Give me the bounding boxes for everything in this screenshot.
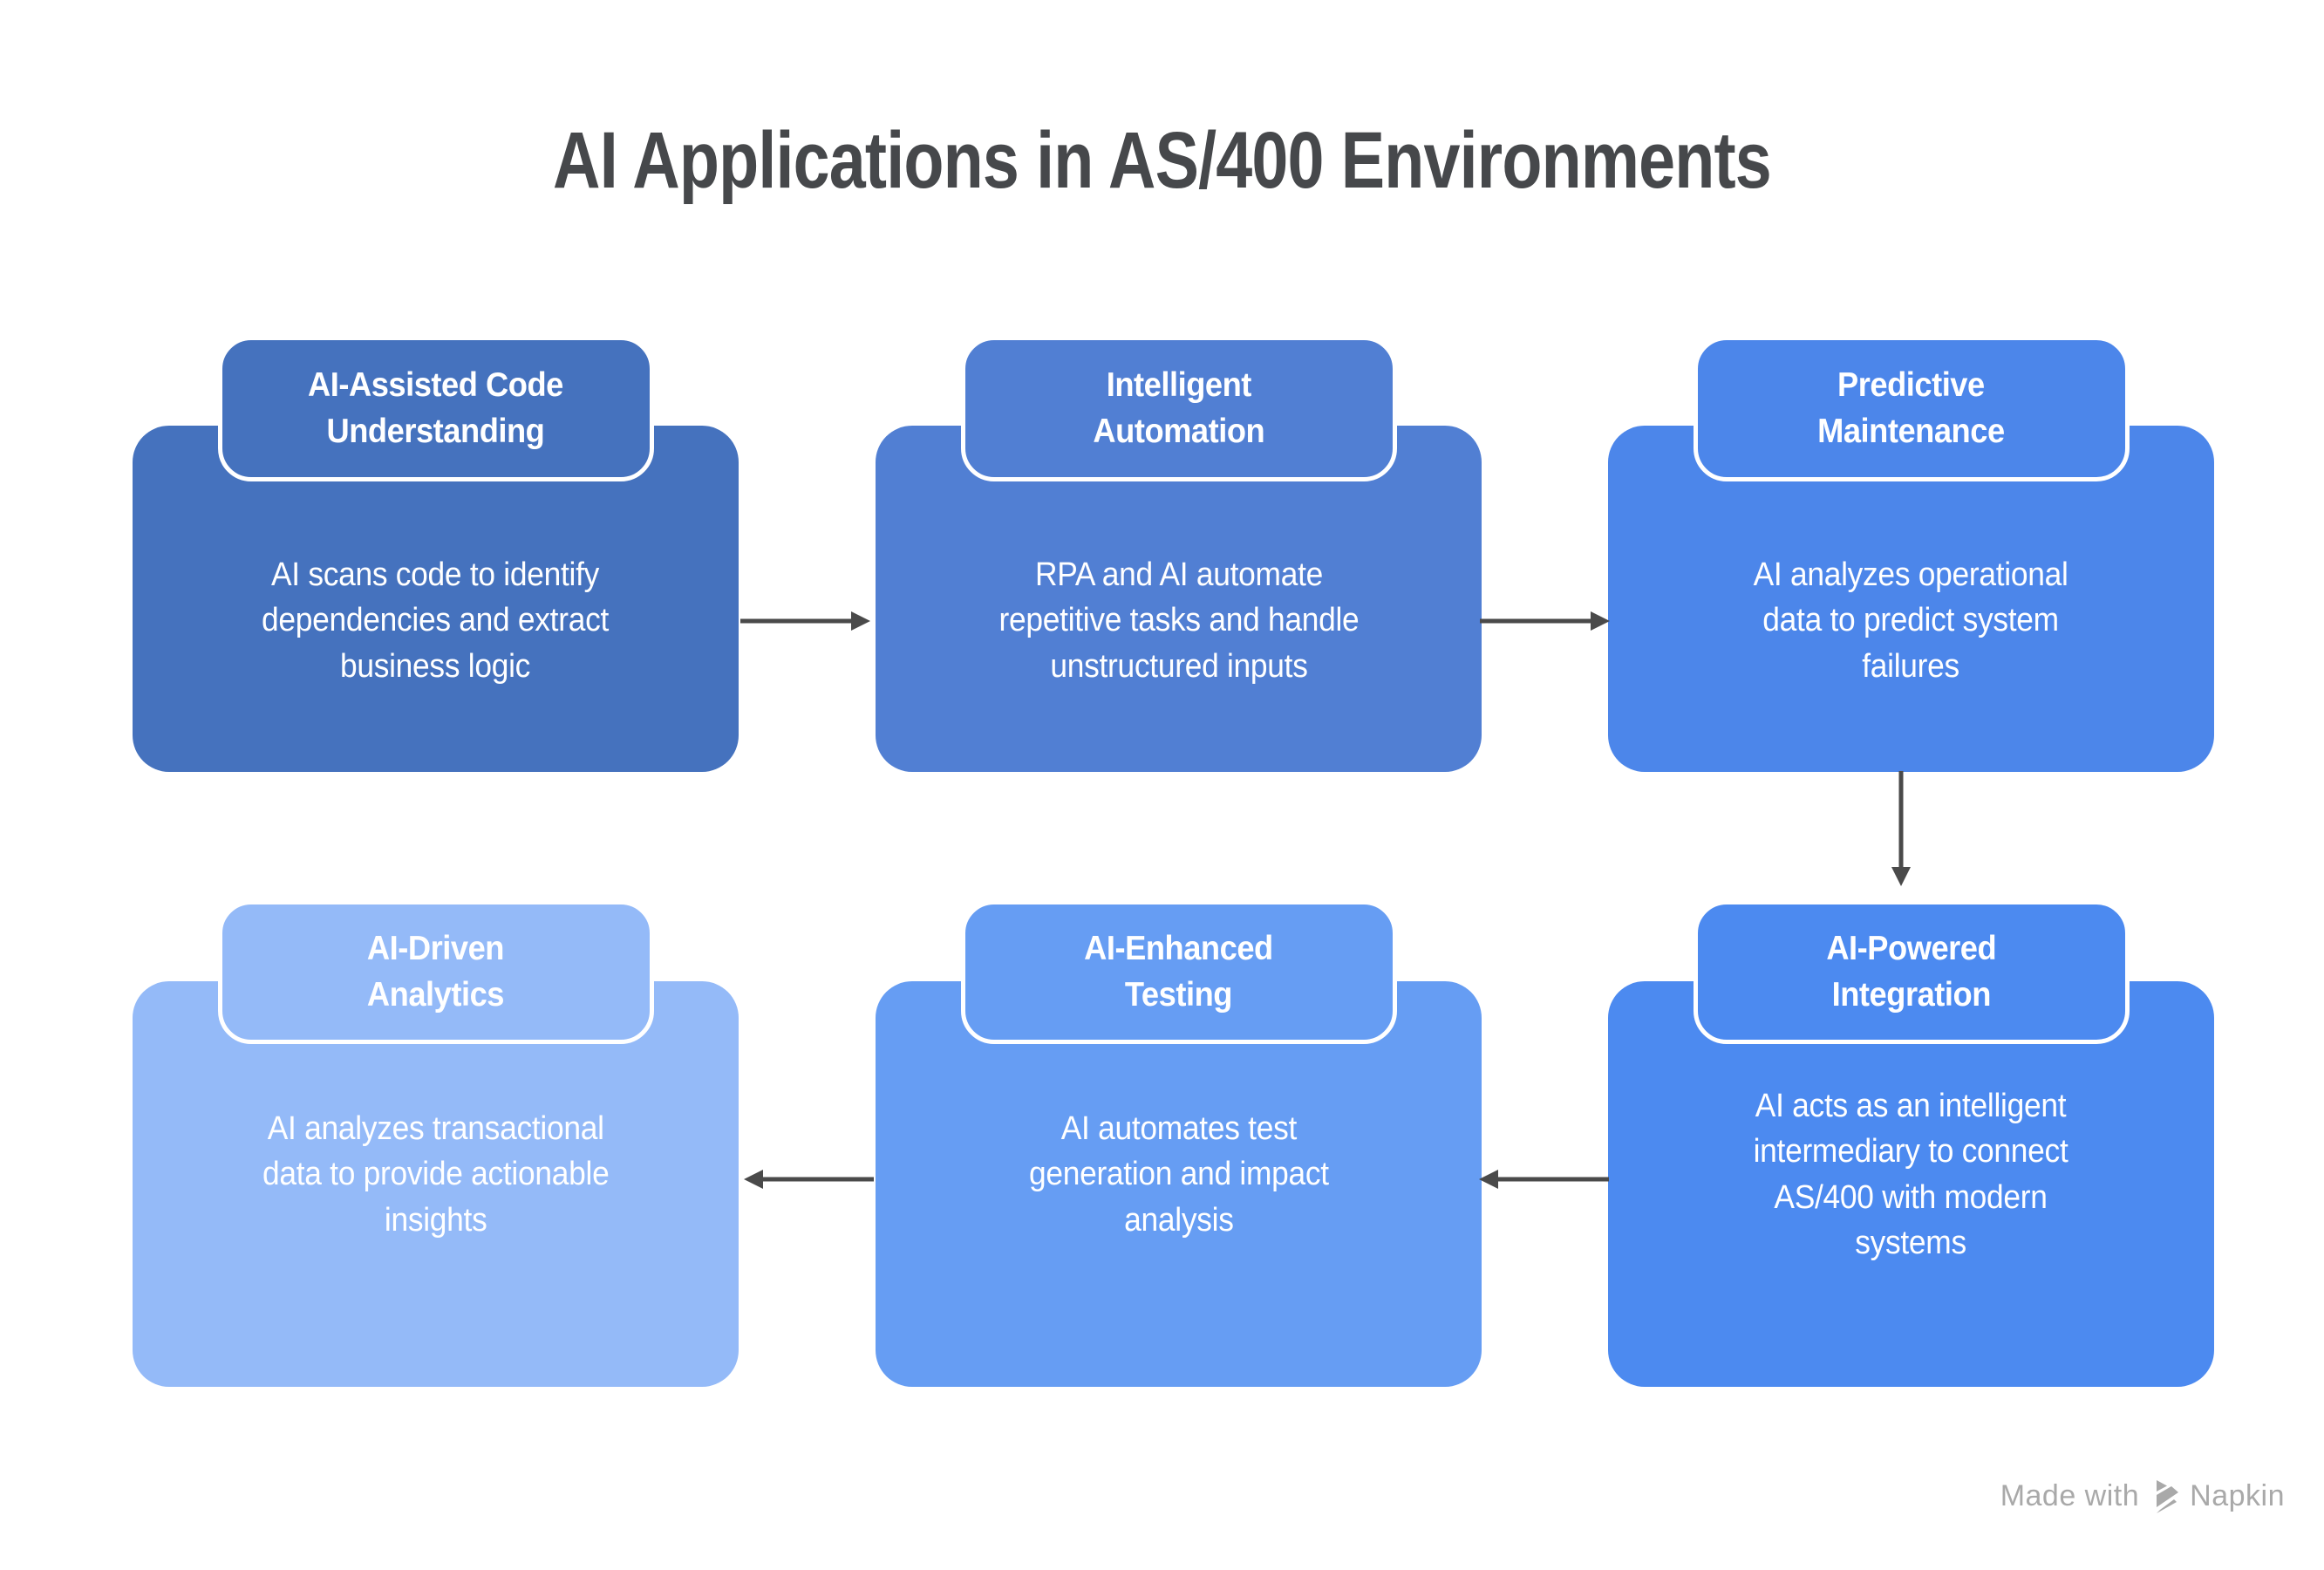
card-description: AI analyzes operational data to predict … bbox=[1754, 556, 2068, 685]
card-description: AI automates test generation and impact … bbox=[1028, 1110, 1329, 1239]
arrow-right-icon bbox=[740, 611, 870, 631]
card-description: AI scans code to identify dependencies a… bbox=[262, 556, 610, 685]
card-ai-driven-analytics: AI analyzes transactional data to provid… bbox=[133, 900, 739, 1387]
card-description: AI analyzes transactional data to provid… bbox=[262, 1110, 610, 1239]
card-description: AI acts as an intelligent intermediary t… bbox=[1754, 1088, 2068, 1261]
card-title: AI-Powered Integration bbox=[1826, 930, 1996, 1014]
arrow-left-icon bbox=[1479, 1170, 1609, 1189]
card-body: RPA and AI automate repetitive tasks and… bbox=[876, 426, 1482, 772]
arrow-left-icon bbox=[744, 1170, 874, 1189]
card-title: AI-Enhanced Testing bbox=[1084, 930, 1273, 1014]
card-title: Predictive Maintenance bbox=[1817, 366, 2005, 450]
card-header-tab: AI-Assisted Code Understanding bbox=[217, 336, 654, 481]
arrow-right-icon bbox=[1480, 611, 1610, 631]
diagram-title: AI Applications in AS/400 Environments bbox=[553, 116, 1772, 205]
card-description: RPA and AI automate repetitive tasks and… bbox=[998, 556, 1359, 685]
watermark-made-with-napkin: Made with Napkin bbox=[2000, 1478, 2285, 1514]
card-title: AI-Assisted Code Understanding bbox=[308, 366, 563, 450]
napkin-logo-icon bbox=[2157, 1480, 2179, 1513]
card-header-tab: Intelligent Automation bbox=[960, 336, 1397, 481]
card-body: AI automates test generation and impact … bbox=[876, 981, 1482, 1387]
card-header-tab: AI-Driven Analytics bbox=[217, 900, 654, 1044]
card-body: AI acts as an intelligent intermediary t… bbox=[1608, 981, 2214, 1387]
card-ai-enhanced-testing: AI automates test generation and impact … bbox=[876, 900, 1482, 1387]
card-body: AI analyzes operational data to predict … bbox=[1608, 426, 2214, 772]
card-ai-assisted-code-understanding: AI scans code to identify dependencies a… bbox=[133, 336, 739, 772]
card-title: AI-Driven Analytics bbox=[366, 930, 505, 1014]
card-intelligent-automation: RPA and AI automate repetitive tasks and… bbox=[876, 336, 1482, 772]
card-ai-powered-integration: AI acts as an intelligent intermediary t… bbox=[1608, 900, 2214, 1387]
card-body: AI scans code to identify dependencies a… bbox=[133, 426, 739, 772]
card-predictive-maintenance: AI analyzes operational data to predict … bbox=[1608, 336, 2214, 772]
card-body: AI analyzes transactional data to provid… bbox=[133, 981, 739, 1387]
card-header-tab: AI-Powered Integration bbox=[1693, 900, 2130, 1044]
watermark-text: Made with bbox=[2000, 1479, 2140, 1512]
watermark-brand: Napkin bbox=[2190, 1479, 2285, 1512]
card-title: Intelligent Automation bbox=[1093, 366, 1264, 450]
card-header-tab: AI-Enhanced Testing bbox=[960, 900, 1397, 1044]
arrow-down-icon bbox=[1891, 771, 1911, 886]
card-header-tab: Predictive Maintenance bbox=[1693, 336, 2130, 481]
